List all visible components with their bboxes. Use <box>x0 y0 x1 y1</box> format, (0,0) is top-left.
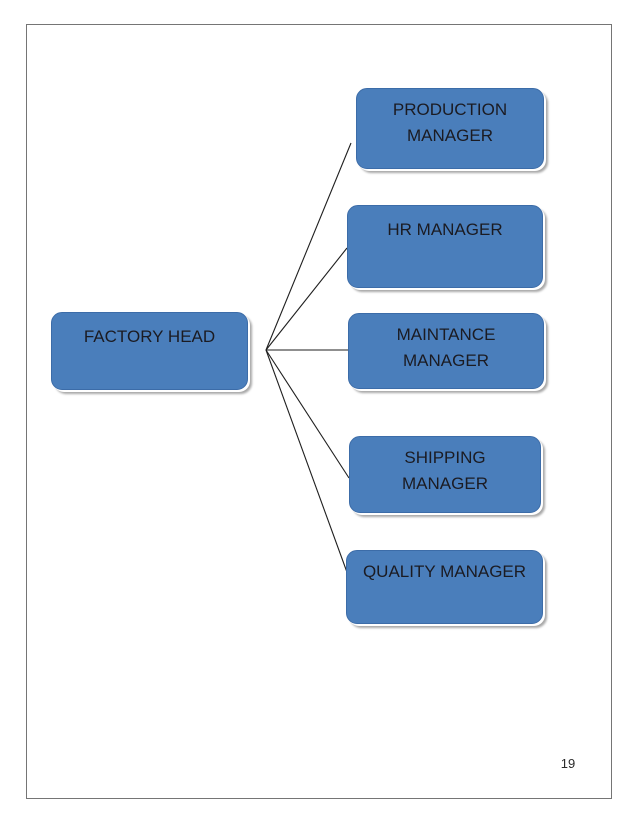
org-node-label-line: HR MANAGER <box>387 220 503 239</box>
connector-factory-head-to-production-manager <box>265 142 352 351</box>
org-node-label-line: QUALITY MANAGER <box>362 562 527 581</box>
org-node-maintance-manager: MAINTANCE MANAGER <box>348 313 544 389</box>
org-node-quality-manager: QUALITY MANAGER <box>346 550 543 624</box>
org-node-label-line: MAINTANCE <box>396 325 496 344</box>
connector-factory-head-to-hr-manager <box>265 247 348 351</box>
org-node-production-manager: PRODUCTION MANAGER <box>356 88 544 169</box>
org-node-label-line: MANAGER <box>407 126 493 145</box>
org-node-label-line: MANAGER <box>402 474 488 493</box>
connector-factory-head-to-shipping-manager <box>265 349 350 479</box>
org-node-hr-manager: HR MANAGER <box>347 205 543 288</box>
page-number: 19 <box>560 756 576 771</box>
org-node-label: FACTORY HEAD <box>83 327 216 346</box>
org-node-label-line: PRODUCTION <box>392 100 508 119</box>
org-node-label-line: MANAGER <box>403 351 489 370</box>
document-page: FACTORY HEAD PRODUCTION MANAGER HR MANAG… <box>26 24 612 799</box>
org-node-shipping-manager: SHIPPING MANAGER <box>349 436 541 513</box>
connector-factory-head-to-quality-manager <box>265 349 349 576</box>
org-node-factory-head: FACTORY HEAD <box>51 312 248 390</box>
org-node-label-line: SHIPPING <box>404 448 486 467</box>
